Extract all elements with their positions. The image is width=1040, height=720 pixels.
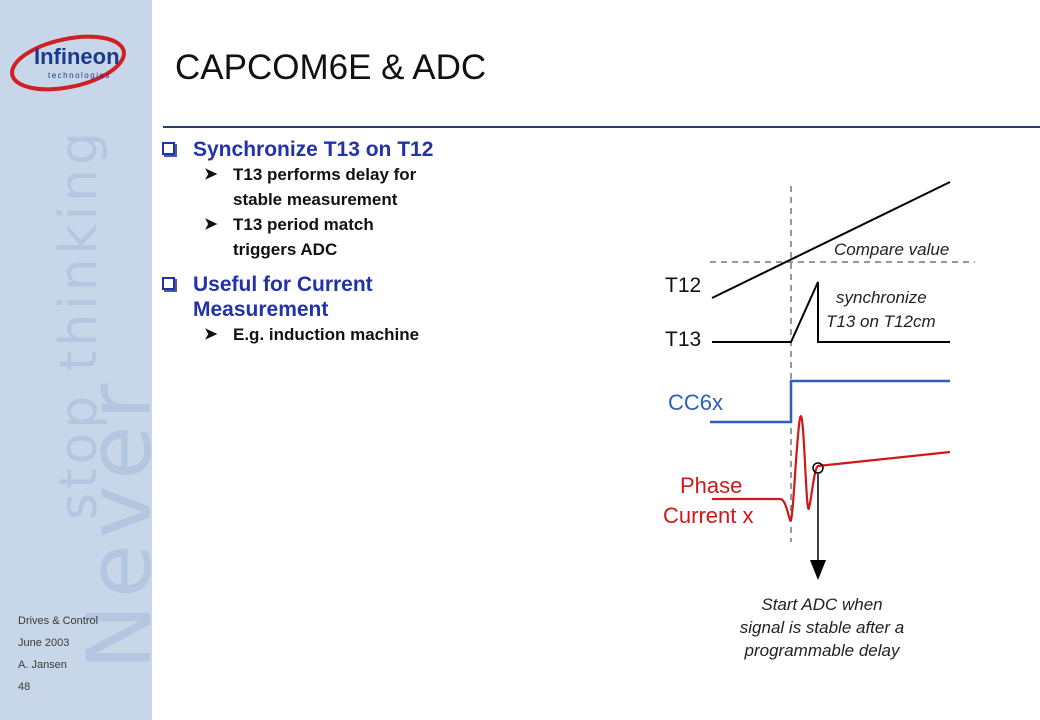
label-phase: Phase xyxy=(680,473,742,498)
sub-bullet-text: stable measurement xyxy=(233,190,398,209)
sub-bullet-delay-cont: stable measurement xyxy=(160,187,520,212)
slogan-never: Never xyxy=(68,378,152,670)
arrow-bullet-icon: ➤ xyxy=(204,166,218,183)
label-start-adc: Start ADC when xyxy=(761,595,882,614)
label-signal-stable: signal is stable after a xyxy=(740,618,904,637)
bullet-text: Measurement xyxy=(193,298,329,321)
timing-diagram: Compare value T12 T13 synchronize T13 on… xyxy=(663,181,975,660)
label-programmable-delay: programmable delay xyxy=(744,641,901,660)
t13-trace xyxy=(712,281,950,343)
phase-current-trace xyxy=(712,415,951,522)
slogan-watermark: Never stop thinking xyxy=(49,128,152,670)
square-bullet-icon xyxy=(162,142,175,155)
bullet-current-measurement-cont: Measurement xyxy=(160,297,520,322)
bullet-list: Synchronize T13 on T12 ➤ T13 performs de… xyxy=(160,137,520,347)
footer: Drives & Control June 2003 A. Jansen 48 xyxy=(18,610,98,698)
label-compare-value: Compare value xyxy=(834,240,949,259)
sub-bullet-delay: ➤ T13 performs delay for xyxy=(160,162,520,187)
footer-date: June 2003 xyxy=(18,637,70,649)
bullet-synchronize: Synchronize T13 on T12 xyxy=(160,137,520,162)
arrow-bullet-icon: ➤ xyxy=(204,326,218,343)
adc-arrow-head xyxy=(810,560,826,580)
slide-title: CAPCOM6E & ADC xyxy=(175,48,487,87)
sub-bullet-text: T13 performs delay for xyxy=(233,165,417,184)
logo-text: Infineon xyxy=(34,44,120,69)
sub-bullet-period-match-cont: triggers ADC xyxy=(160,237,520,262)
cc6x-trace xyxy=(710,379,950,424)
logo-subtext: technologies xyxy=(48,71,111,80)
footer-author: A. Jansen xyxy=(18,659,67,671)
sub-bullet-induction: ➤ E.g. induction machine xyxy=(160,322,520,347)
footer-page-number: 48 xyxy=(18,681,31,693)
title-divider xyxy=(163,126,1040,128)
label-t12: T12 xyxy=(665,274,701,297)
label-t13: T13 xyxy=(665,328,701,351)
sample-point-marker xyxy=(812,462,824,474)
sub-bullet-text: triggers ADC xyxy=(233,240,338,259)
t12-ramp-trace xyxy=(711,181,951,299)
label-synchronize: synchronize xyxy=(836,288,927,307)
sub-bullet-text: T13 period match xyxy=(233,215,374,234)
footer-department: Drives & Control xyxy=(18,615,99,627)
sidebar: Never stop thinking Infineon technologie… xyxy=(0,0,152,720)
infineon-logo: Infineon technologies xyxy=(10,34,126,92)
label-t13-on-t12cm: T13 on T12cm xyxy=(826,312,936,331)
sub-bullet-period-match: ➤ T13 period match xyxy=(160,212,520,237)
bullet-text: Useful for Current xyxy=(193,273,373,296)
square-bullet-icon xyxy=(162,277,175,290)
slogan-stop-thinking: stop thinking xyxy=(49,128,109,520)
sub-bullet-text: E.g. induction machine xyxy=(233,325,420,344)
bullet-text: Synchronize T13 on T12 xyxy=(193,138,434,161)
label-cc6x: CC6x xyxy=(668,390,723,415)
label-current-x: Current x xyxy=(663,503,753,528)
arrow-bullet-icon: ➤ xyxy=(204,216,218,233)
bullet-current-measurement: Useful for Current xyxy=(160,272,520,297)
